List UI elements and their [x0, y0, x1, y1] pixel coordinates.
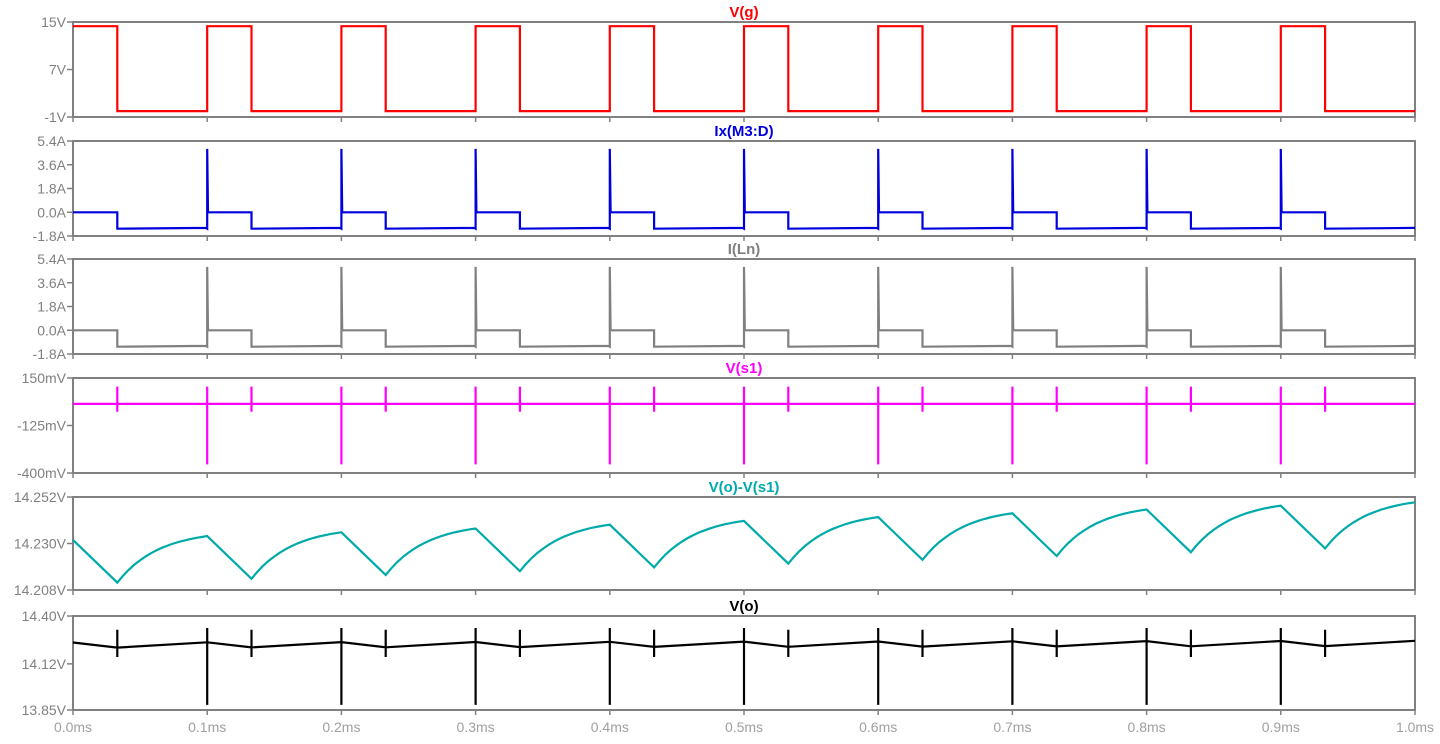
trace-ix	[73, 148, 1415, 231]
x-tick-label: 0.6ms	[859, 719, 897, 735]
trace-vo	[72, 628, 1416, 705]
y-tick-label: 13.85V	[22, 702, 67, 718]
y-tick-label: 5.4A	[37, 251, 66, 267]
x-tick-label: 0.0ms	[54, 719, 92, 735]
trace-title: V(o)-V(s1)	[709, 479, 780, 496]
y-tick-label: -400mV	[17, 465, 67, 481]
y-tick-label: 0.0A	[37, 322, 66, 338]
y-tick-label: 14.230V	[14, 536, 67, 552]
x-tick-label: 0.9ms	[1262, 719, 1300, 735]
trace-vg	[73, 25, 1415, 113]
trace-title: V(g)	[729, 4, 758, 21]
y-tick-label: 3.6A	[37, 275, 66, 291]
panel-vo: V(o) 14.40V 14.12V 13.85V	[22, 598, 1416, 718]
x-tick-label: 0.2ms	[322, 719, 360, 735]
y-tick-label: -1.8A	[33, 228, 67, 244]
y-tick-label: 7V	[49, 62, 67, 78]
y-tick-label: -125mV	[17, 418, 67, 434]
trace-title: I(Ln)	[728, 241, 760, 258]
y-tick-label: 14.40V	[22, 608, 67, 624]
y-tick-label: 14.252V	[14, 489, 67, 505]
trace-title: V(o)	[729, 598, 758, 615]
y-tick-label: 1.8A	[37, 181, 66, 197]
y-tick-label: 5.4A	[37, 133, 66, 149]
y-tick-label: 3.6A	[37, 157, 66, 173]
x-tick-label: 0.8ms	[1128, 719, 1166, 735]
y-tick-label: 15V	[41, 14, 67, 30]
x-tick-label: 0.5ms	[725, 719, 763, 735]
trace-vs1	[73, 386, 1415, 465]
y-tick-label: 14.12V	[22, 656, 67, 672]
trace-vdiff	[72, 501, 1416, 585]
panel-ix: Ix(M3:D) 5.4A 3.6A 1.8A 0.0A -1.8A	[33, 123, 1416, 244]
panel-vdiff: V(o)-V(s1) 14.252V 14.230V 14.208V	[14, 479, 1416, 598]
panel-vs1: V(s1) 150mV -125mV -400mV	[17, 360, 1416, 481]
panel-iln: I(Ln) 5.4A 3.6A 1.8A 0.0A -1.8A	[33, 241, 1416, 362]
y-tick-label: -1.8A	[33, 346, 67, 362]
y-tick-label: 1.8A	[37, 299, 66, 315]
y-tick-label: -1V	[44, 109, 66, 125]
trace-title: V(s1)	[726, 360, 763, 377]
x-tick-label: 0.4ms	[591, 719, 629, 735]
y-tick-label: 150mV	[22, 370, 67, 386]
x-tick-label: 0.1ms	[188, 719, 226, 735]
x-tick-label: 1.0ms	[1396, 719, 1434, 735]
y-tick-label: 14.208V	[14, 582, 67, 598]
x-tick-label: 0.3ms	[457, 719, 495, 735]
trace-title: Ix(M3:D)	[714, 123, 773, 140]
trace-iln	[73, 266, 1415, 349]
panel-vg: V(g) 15V 7V -1V	[41, 4, 1416, 125]
y-tick-label: 0.0A	[37, 204, 66, 220]
plot-frame	[72, 496, 1416, 591]
x-tick-label: 0.7ms	[993, 719, 1031, 735]
